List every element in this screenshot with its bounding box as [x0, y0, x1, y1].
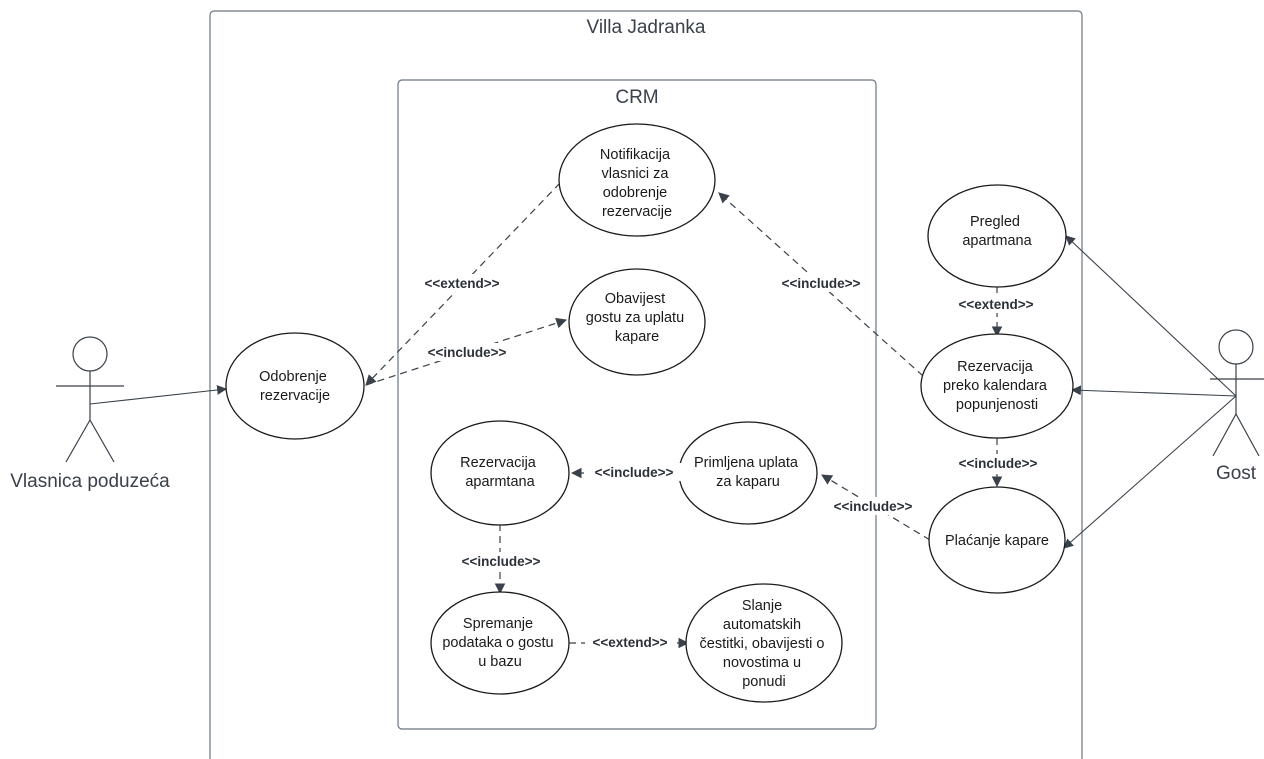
- actor-owner-head: [72, 336, 108, 372]
- usecase-notice-guest-label: Obavijest gostu za uplatu kapare: [586, 291, 688, 345]
- usecase-payment-received-label: Primljena uplata za kaparu: [694, 455, 802, 490]
- usecase-deposit[interactable]: Plaćanje kapare: [928, 486, 1066, 594]
- usecase-notification[interactable]: Notifikacija vlasnici za odobrenje rezer…: [558, 123, 716, 237]
- actor-owner[interactable]: Vlasnica poduzeća: [10, 336, 170, 492]
- association-guest-calendar: [1071, 385, 1237, 397]
- usecase-save-guest-label: Spremanje podataka o gostu u bazu: [442, 616, 557, 670]
- actor-guest-name: Gost: [1216, 463, 1257, 484]
- actor-guest-right-leg: [1235, 413, 1260, 457]
- actor-owner-right-leg: [89, 419, 115, 463]
- usecase-greetings[interactable]: Slanje automatskih čestitki, obavijesti …: [685, 583, 843, 703]
- system-title: Villa Jadranka: [586, 17, 705, 38]
- extend-notification-approval-line: [365, 182, 561, 386]
- actor-guest[interactable]: Gost: [1210, 329, 1264, 484]
- svg-text:<<include>>: <<include>>: [959, 456, 1038, 471]
- svg-text:<<extend>>: <<extend>>: [424, 276, 499, 291]
- usecase-notice-guest[interactable]: Obavijest gostu za uplatu kapare: [568, 268, 706, 376]
- association-guest-browse: [1065, 235, 1237, 397]
- association-guest-deposit: [1063, 395, 1237, 549]
- crm-title: CRM: [615, 87, 658, 108]
- extend-save-greetings-label: <<extend>>: [585, 634, 675, 652]
- usecase-calendar-reservation[interactable]: Rezervacija preko kalendara popunjenosti: [920, 333, 1074, 439]
- include-received-reservation-label: <<include>>: [587, 463, 681, 481]
- actor-guest-left-leg: [1212, 413, 1237, 457]
- usecase-reservation-apt[interactable]: Rezervacija aparmtana: [430, 420, 570, 526]
- svg-text:<<extend>>: <<extend>>: [592, 635, 667, 650]
- include-approval-notice-label: <<include>>: [420, 343, 514, 361]
- usecase-browse[interactable]: Pregled apartmana: [927, 184, 1067, 288]
- usecase-approval-label: Odobrenje rezervacije: [259, 369, 331, 404]
- usecase-deposit-label: Plaćanje kapare: [945, 533, 1049, 549]
- usecase-notification-label: Notifikacija vlasnici za odobrenje rezer…: [600, 147, 674, 220]
- usecase-browse-label: Pregled apartmana: [962, 214, 1032, 249]
- usecase-save-guest[interactable]: Spremanje podataka o gostu u bazu: [430, 591, 570, 695]
- svg-text:<<extend>>: <<extend>>: [958, 297, 1033, 312]
- actor-owner-name: Vlasnica poduzeća: [10, 471, 170, 492]
- usecase-payment-received[interactable]: Primljena uplata za kaparu: [678, 421, 818, 525]
- include-calendar-notification-label: <<include>>: [774, 274, 868, 292]
- extend-notification-approval-label: <<extend>>: [418, 274, 506, 292]
- svg-text:<<include>>: <<include>>: [595, 465, 674, 480]
- include-reservation-save-label: <<include>>: [454, 552, 548, 570]
- extend-browse-calendar-label: <<extend>>: [951, 295, 1041, 313]
- usecase-calendar-reservation-label: Rezervacija preko kalendara popunjenosti: [943, 359, 1051, 413]
- svg-text:<<include>>: <<include>>: [834, 499, 913, 514]
- usecase-reservation-apt-label: Rezervacija aparmtana: [460, 455, 540, 490]
- svg-text:<<include>>: <<include>>: [428, 345, 507, 360]
- association-owner-approval: [89, 385, 227, 405]
- usecase-approval[interactable]: Odobrenje rezervacije: [225, 332, 365, 440]
- system-boundary-crm: [397, 79, 877, 730]
- svg-text:<<include>>: <<include>>: [782, 276, 861, 291]
- actor-guest-head: [1218, 329, 1254, 365]
- actor-owner-left-leg: [65, 419, 91, 463]
- usecase-greetings-label: Slanje automatskih čestitki, obavijesti …: [700, 598, 829, 690]
- include-deposit-received-label: <<include>>: [826, 497, 920, 515]
- include-calendar-deposit-label: <<include>>: [951, 454, 1045, 472]
- svg-text:<<include>>: <<include>>: [462, 554, 541, 569]
